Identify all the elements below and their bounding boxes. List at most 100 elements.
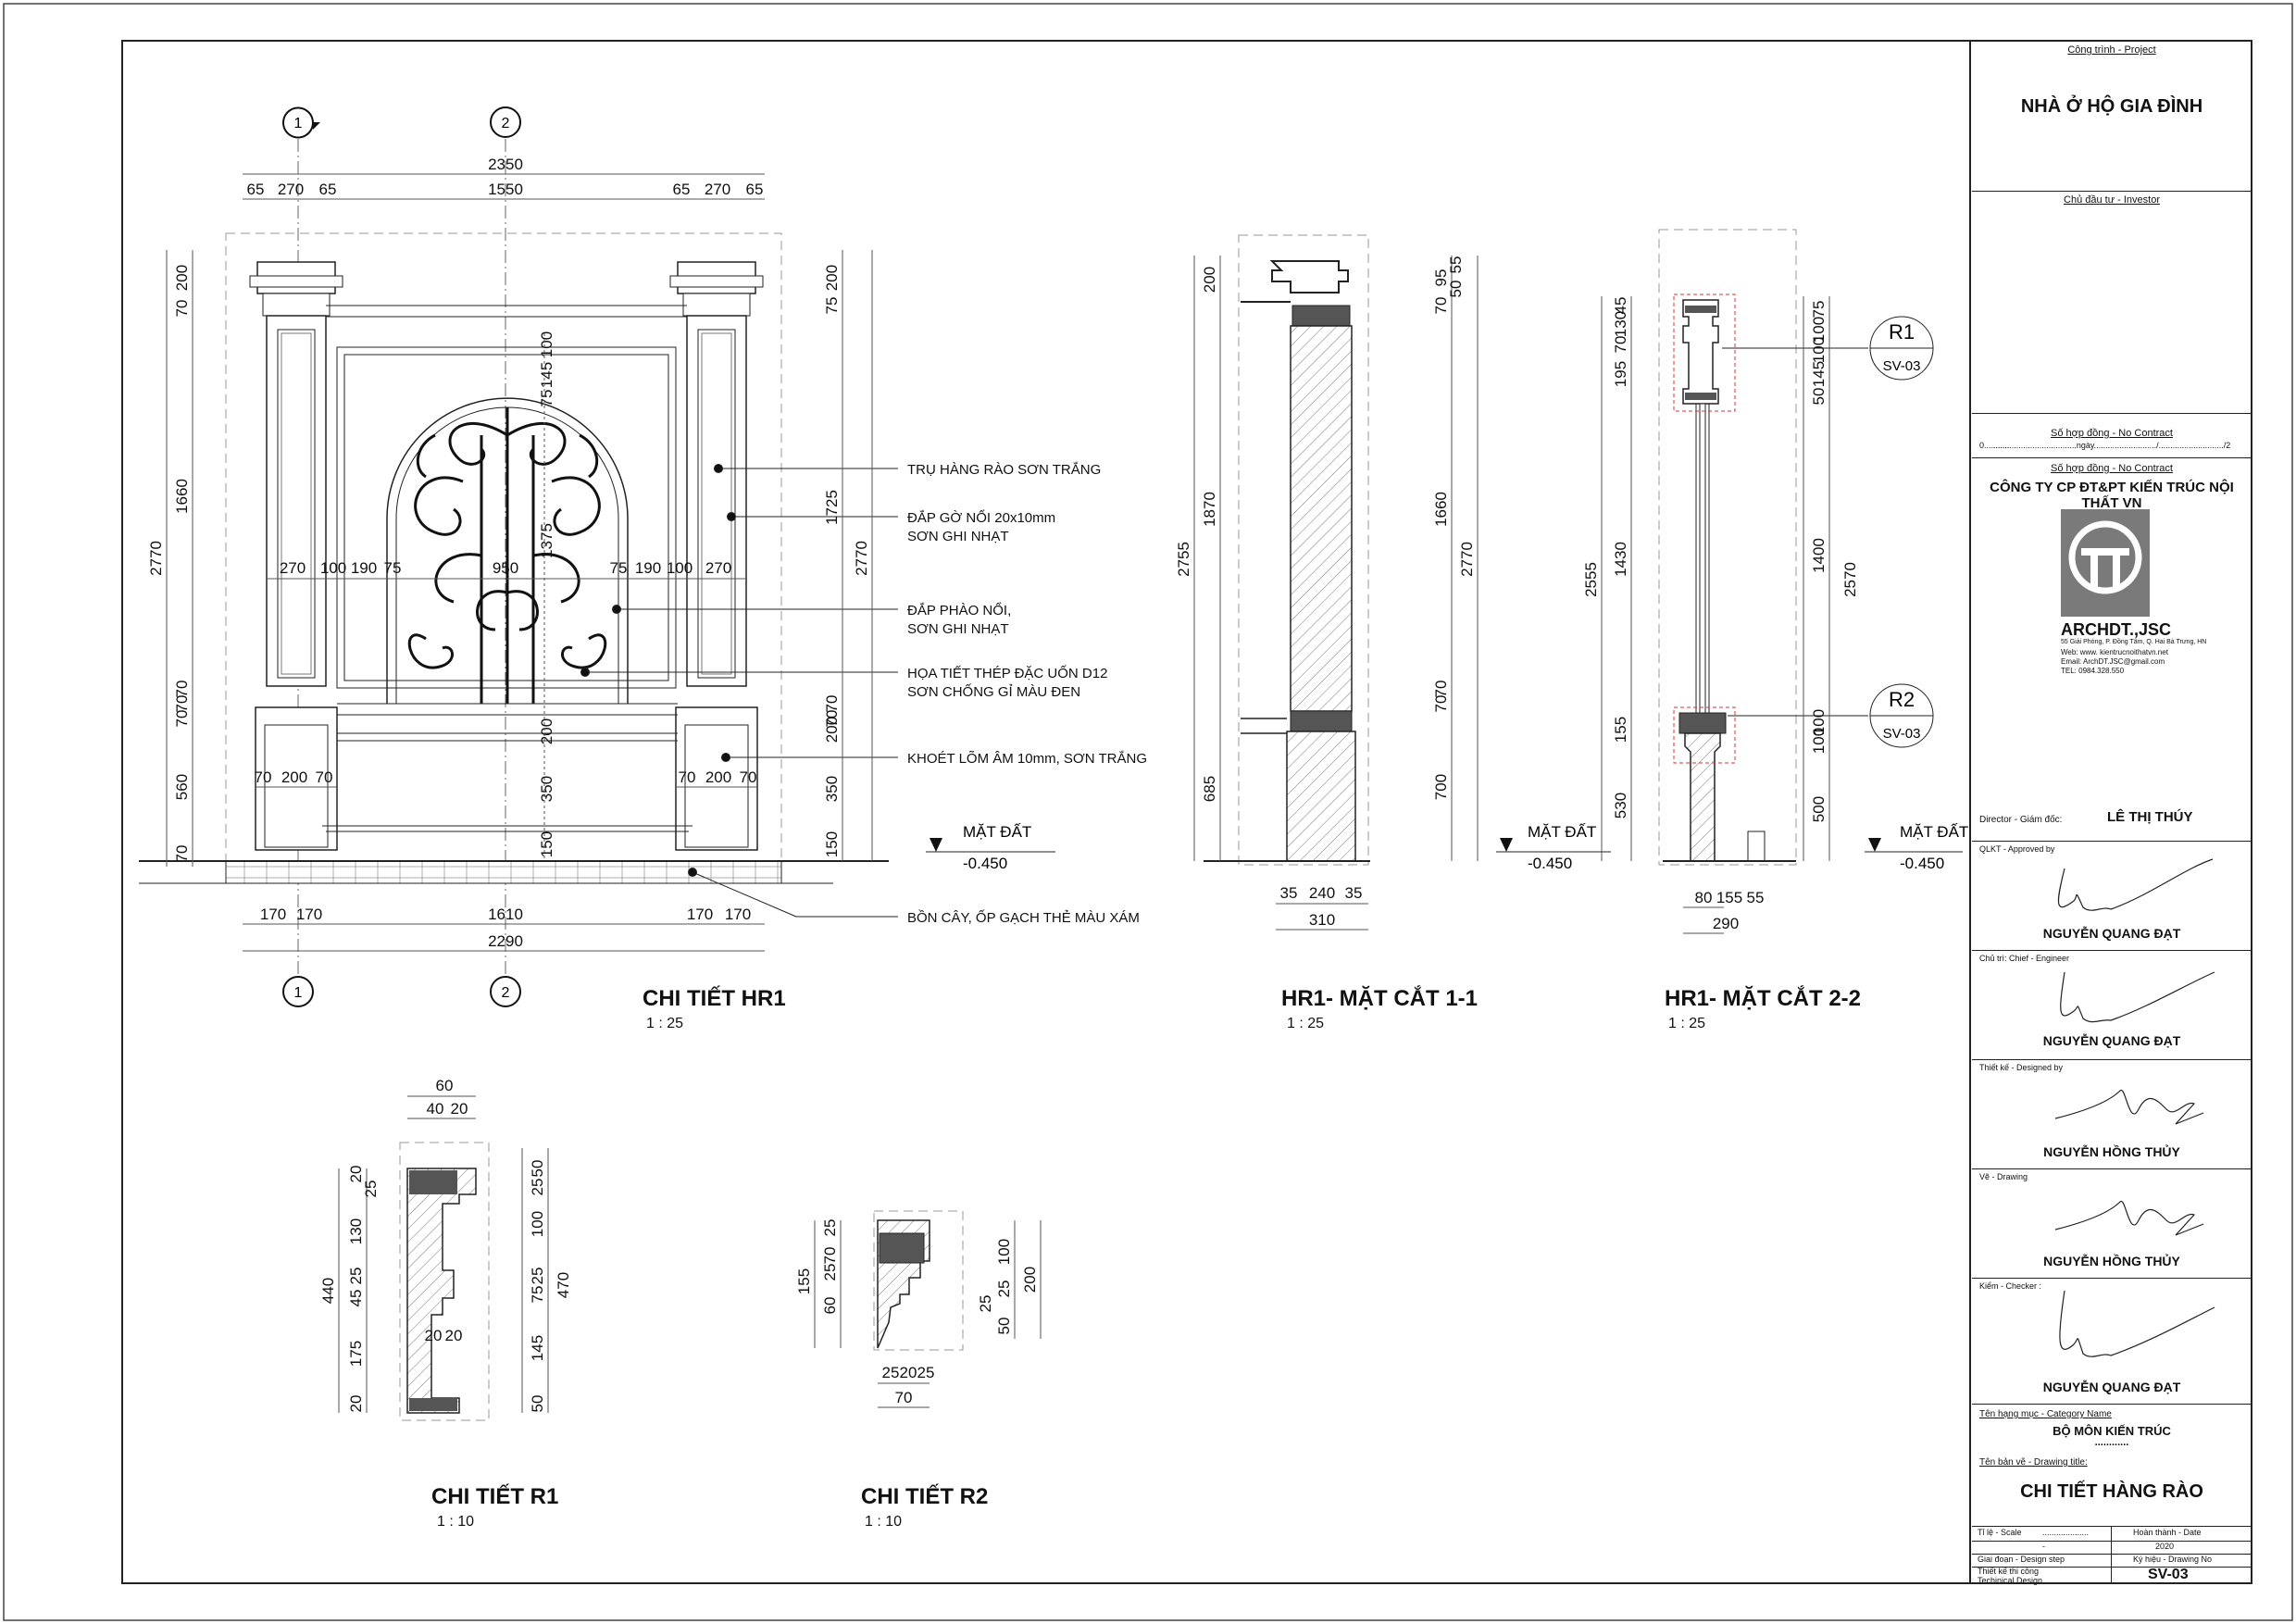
svg-text:240: 240 [1309,884,1335,902]
svg-text:75: 75 [529,1286,546,1304]
svg-text:R2: R2 [1889,688,1915,711]
svg-text:1: 1 [294,116,303,131]
svg-text:25: 25 [995,1280,1013,1298]
project-name: NHÀ Ở HỘ GIA ĐÌNH [2020,96,2203,117]
svg-text:BỒN CÂY, ỐP GẠCH THẺ MÀU XÁM: BỒN CÂY, ỐP GẠCH THẺ MÀU XÁM [907,909,1140,926]
svg-text:170: 170 [260,906,286,923]
svg-text:350: 350 [538,776,555,802]
svg-text:70: 70 [173,681,191,698]
svg-text:200: 200 [1021,1267,1039,1293]
svg-text:145: 145 [1810,361,1828,387]
scale-sec11: 1 : 25 [1287,1016,1324,1031]
svg-text:2570: 2570 [1841,562,1859,597]
company-name: CÔNG TY CP ĐT&PT KIẾN TRÚC NỘI THẤT VN [1990,480,2234,511]
svg-text:70: 70 [821,1247,839,1265]
svg-text:25: 25 [362,1181,380,1198]
svg-text:1870: 1870 [1201,492,1218,527]
signature-drawing [2054,1201,2204,1236]
svg-text:2770: 2770 [1458,542,1476,577]
title-block: Công trình - Project NHÀ Ở HỘ GIA ĐÌNH C… [1972,41,2252,1585]
outer-border [3,3,2293,1621]
svg-text:155: 155 [1716,889,1742,906]
svg-text:2290: 2290 [488,932,523,950]
svg-text:1610: 1610 [488,906,523,923]
svg-text:55: 55 [1447,256,1465,274]
svg-text:95: 95 [1432,269,1450,287]
svg-text:470: 470 [555,1272,572,1298]
r1-dimension-lines [338,1095,549,1413]
hr1-vertical-dims: 2770 200 70 1660 70 70 70 560 70 2770 75… [147,265,870,863]
svg-text:170: 170 [687,906,713,923]
svg-text:45: 45 [1612,297,1629,315]
tb-chief: Chủ trì: Chief - Engineer NGUYỄN QUANG Đ… [1972,950,2252,1060]
svg-text:KHOÉT LÕM ÂM 10mm, SƠN TRẮNG: KHOÉT LÕM ÂM 10mm, SƠN TRẮNG [907,750,1147,767]
svg-text:40: 40 [427,1100,444,1118]
level-marker-hr1: MẶT ĐẤT -0.450 [926,823,1055,872]
svg-text:100: 100 [1810,317,1828,343]
svg-text:270: 270 [278,181,304,198]
svg-text:200: 200 [281,768,307,786]
svg-text:75: 75 [384,559,402,577]
svg-text:MẶT ĐẤT: MẶT ĐẤT [963,823,1031,841]
svg-text:100: 100 [538,331,555,357]
svg-text:100: 100 [995,1239,1013,1265]
section-1-1 [1204,234,1370,866]
svg-text:35: 35 [1345,884,1363,902]
svg-text:200: 200 [1201,267,1218,293]
svg-text:130: 130 [347,1218,365,1244]
svg-text:HỌA TIẾT THÉP ĐẶC UỐN D12: HỌA TIẾT THÉP ĐẶC UỐN D12 [907,665,1107,681]
svg-text:270: 270 [705,559,731,577]
svg-text:MẶT ĐẤT: MẶT ĐẤT [1900,823,1968,841]
title-r1: CHI TIẾT R1 [431,1483,558,1509]
svg-text:150: 150 [823,831,841,857]
detail-r2 [873,1210,964,1351]
drawing-number: SV-03 [2148,1567,2189,1582]
svg-text:350: 350 [823,776,841,802]
svg-text:ĐẮP PHÀO NỔI,: ĐẮP PHÀO NỔI, [907,602,1011,618]
svg-text:2755: 2755 [1175,542,1192,577]
svg-text:75: 75 [1810,301,1828,319]
signature-designed [2054,1090,2204,1125]
hr1-dimension-lines [166,173,873,952]
svg-text:70: 70 [1432,681,1450,698]
s22-dimension-lines [1601,296,1830,934]
svg-text:145: 145 [529,1335,546,1361]
title-sec11: HR1- MẶT CẮT 1-1 [1281,985,1478,1011]
tb-project: Công trình - Project NHÀ Ở HỘ GIA ĐÌNH [1972,41,2252,192]
svg-text:190: 190 [351,559,377,577]
svg-text:2770: 2770 [147,541,165,576]
svg-text:70: 70 [173,300,191,318]
svg-text:25: 25 [821,1264,839,1281]
svg-text:950: 950 [493,559,518,577]
level-marker-s11: MẶT ĐẤT -0.450 [1496,823,1611,872]
svg-text:70: 70 [740,768,757,786]
tb-designed: Thiết kế - Designed by NGUYỄN HỒNG THỦY [1972,1059,2252,1169]
svg-text:1400: 1400 [1810,538,1828,573]
svg-text:50: 50 [995,1318,1013,1335]
tb-investor: Chủ đầu tư - Investor [1972,191,2252,414]
grid-marker-1-bottom: 1 [282,976,314,1007]
grid-marker-1-top: 1 [282,106,320,139]
svg-text:130: 130 [1612,311,1629,337]
svg-text:50: 50 [1810,388,1828,406]
svg-text:70: 70 [1612,336,1629,354]
r2-dimension-text: 155 25 70 60 25 200 100 25 50 25 25 20 2… [795,1219,1039,1406]
tb-category: Tên hạng mục - Category Name BỘ MÔN KIẾN… [1979,1409,2171,1448]
svg-text:SV-03: SV-03 [1883,726,1921,742]
svg-text:100: 100 [320,559,346,577]
scale-hr1: 1 : 25 [646,1016,683,1031]
svg-text:45: 45 [347,1290,365,1307]
svg-text:200: 200 [173,265,191,291]
svg-text:70: 70 [823,710,841,728]
svg-text:2770: 2770 [853,541,870,576]
svg-text:50: 50 [529,1395,546,1413]
svg-text:70: 70 [173,695,191,713]
inner-border [121,40,2252,1584]
svg-text:70: 70 [316,768,333,786]
svg-text:20: 20 [451,1100,468,1118]
svg-text:SƠN CHỐNG GỈ MÀU ĐEN: SƠN CHỐNG GỈ MÀU ĐEN [907,683,1080,700]
tb-drawing-title: Tên bản vẽ - Drawing title: CHI TIẾT HÀN… [1972,1457,2252,1527]
scale-sec22: 1 : 25 [1668,1016,1705,1031]
svg-text:560: 560 [173,774,191,800]
